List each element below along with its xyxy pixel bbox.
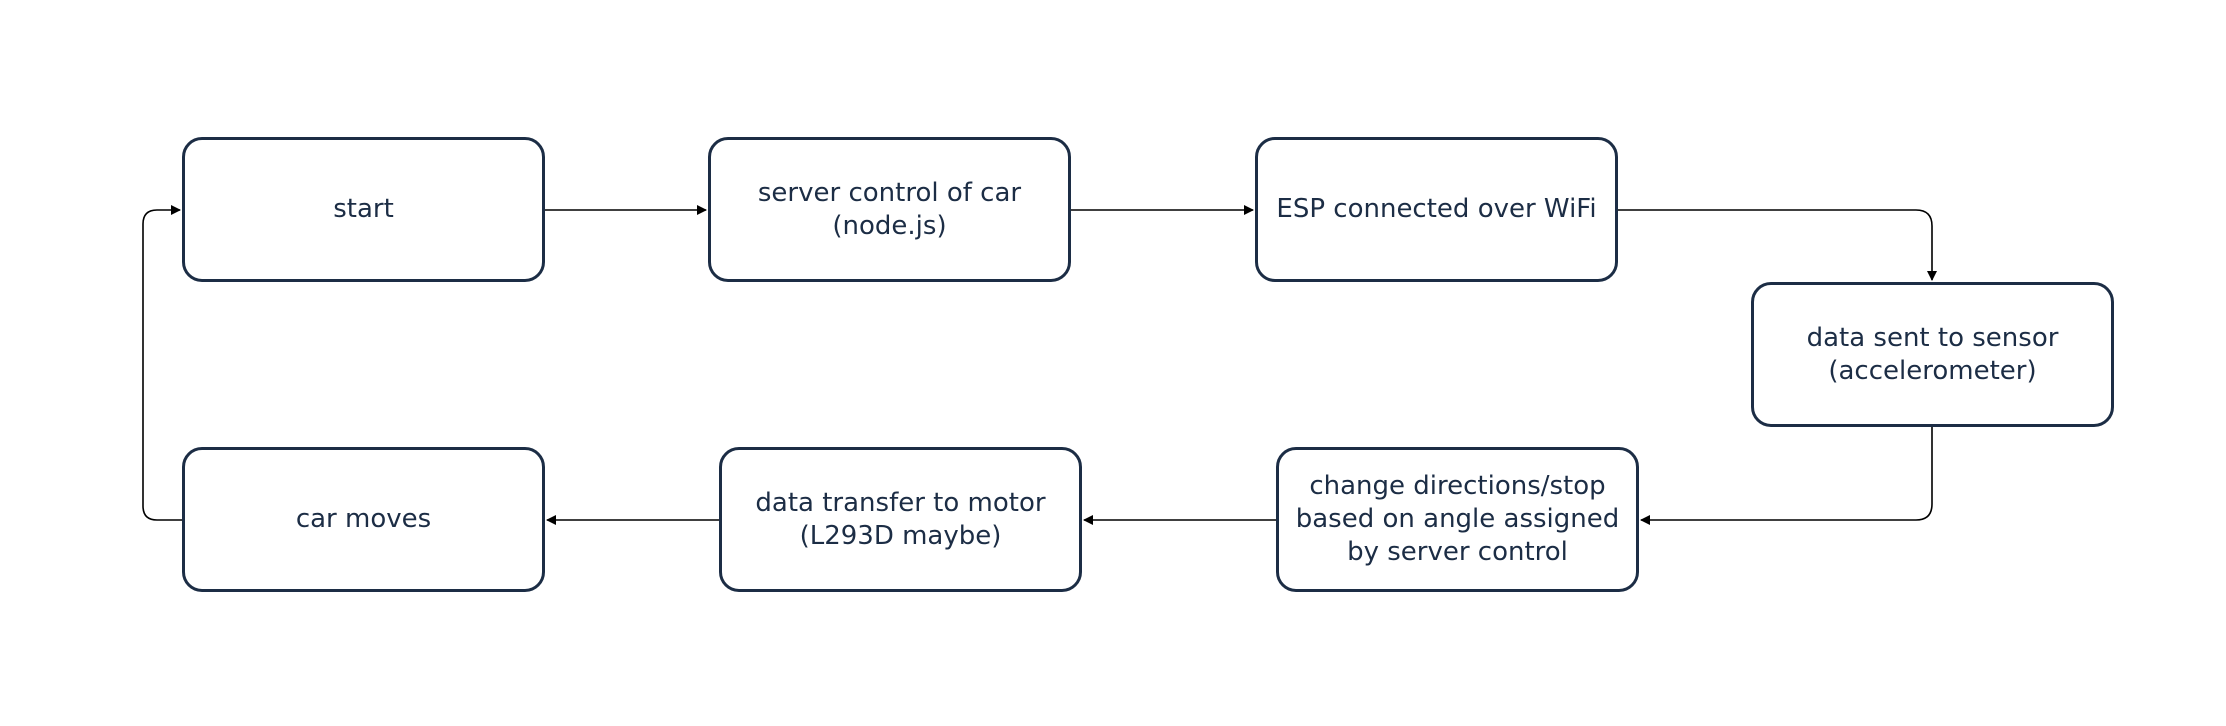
- node-change-directions-line-2: based on angle assigned: [1295, 504, 1620, 534]
- node-change-directions-line-3: by server control: [1347, 537, 1568, 567]
- node-car-moves-line-1: car moves: [295, 504, 432, 534]
- node-motor-transfer-line-1: data transfer to motor: [755, 487, 1046, 518]
- node-change-directions-line-1: change directions/stop: [1309, 471, 1606, 501]
- node-esp-wifi-line-1: ESP connected over WiFi: [1276, 194, 1597, 224]
- node-sensor-line-1: data sent to sensor: [1806, 322, 2059, 353]
- node-server-control: server control of car (node.js): [708, 137, 1071, 282]
- node-sensor: data sent to sensor (accelerometer): [1751, 282, 2114, 427]
- node-server-control-line-1: server control of car: [757, 177, 1022, 208]
- node-change-directions: change directions/stop based on angle as…: [1276, 447, 1639, 592]
- edge-sensor-to-change: [1640, 427, 1933, 525]
- node-motor-transfer: data transfer to motor (L293D maybe): [719, 447, 1082, 592]
- node-esp-wifi: ESP connected over WiFi: [1255, 137, 1618, 282]
- node-start: start: [182, 137, 545, 282]
- edge-esp-to-sensor: [1618, 209, 1937, 281]
- node-car-moves: car moves: [182, 447, 545, 592]
- node-server-control-line-2: (node.js): [832, 210, 947, 241]
- node-start-line-1: start: [333, 194, 394, 224]
- node-sensor-line-2: (accelerometer): [1828, 355, 2037, 386]
- node-motor-transfer-line-2: (L293D maybe): [799, 520, 1002, 551]
- edge-carmoves-to-start: [142, 205, 182, 521]
